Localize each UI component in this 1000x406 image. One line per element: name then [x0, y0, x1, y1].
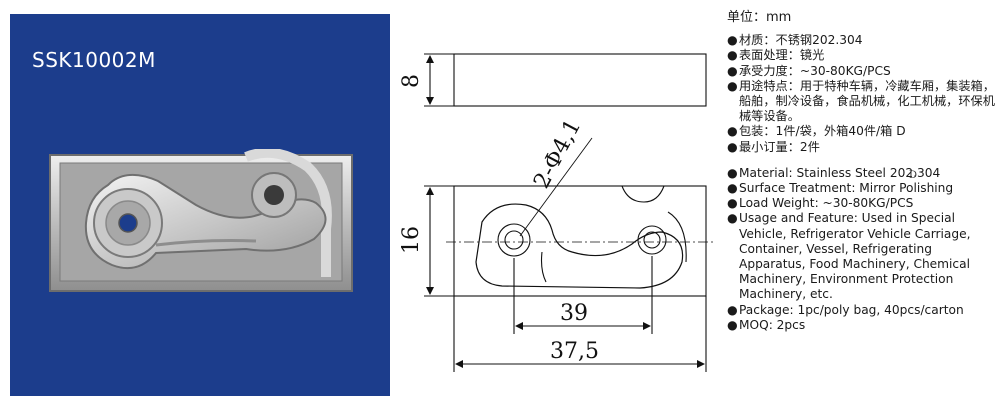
spec-item-cn-moq: ●最小订量：2件 — [727, 139, 820, 154]
bullet-icon: ● — [727, 317, 738, 332]
model-code: SSK10002M — [32, 48, 156, 72]
spec-item-cn-load: ●承受力度：~30-80KG/PCS — [727, 63, 891, 78]
bullet-icon: ● — [727, 181, 738, 196]
technical-drawing: 8 16 2-Φ4,1 39 37,5 — [399, 53, 714, 372]
spec-item-en-load: ●Load Weight: ~30-80KG/PCS — [727, 196, 914, 211]
bullet-icon: ● — [727, 165, 738, 180]
spec-list-cn: ●材质：不锈钢202.304 ●表面处理：镜光 ●承受力度：~30-80KG/P… — [727, 33, 997, 155]
front-view-outline — [453, 185, 707, 297]
bullet-icon: ● — [727, 211, 738, 226]
spec-panel: 单位：mm ●材质：不锈钢202.304 ●表面处理：镜光 ●承受力度：~30-… — [727, 10, 997, 333]
spec-item-en-package: ●Package: 1pc/poly bag, 40pcs/carton — [727, 302, 964, 317]
spec-item-en-usage: ●Usage and Feature: Used in Special Vehi… — [727, 211, 971, 302]
bullet-icon: ● — [727, 63, 738, 78]
bullet-icon: ● — [727, 139, 738, 154]
bullet-icon: ● — [727, 48, 738, 63]
bullet-icon: ● — [727, 302, 738, 317]
dim-length: 37,5 — [550, 339, 599, 364]
bullet-icon: ● — [727, 33, 738, 48]
latch-part-photo — [49, 149, 353, 292]
spec-item-cn-material: ●材质：不锈钢202.304 — [727, 33, 863, 48]
mounting-hole — [118, 213, 138, 233]
unit-label: 单位：mm — [727, 10, 792, 25]
spec-item-cn-package: ●包装：1件/袋，外箱40件/箱 D — [727, 124, 906, 139]
stray-mark: D — [909, 170, 918, 181]
dim-height: 16 — [399, 226, 424, 254]
bullet-icon: ● — [727, 78, 738, 93]
top-view-outline — [453, 53, 707, 107]
spec-item-cn-surface: ●表面处理：镜光 — [727, 48, 825, 63]
product-photo-panel: SSK10002M — [10, 14, 390, 396]
spec-item-cn-usage: ●用途特点：用于特种车辆，冷藏车厢，集装箱，船舶，制冷设备，食品机械，化工机械，… — [727, 78, 995, 124]
spec-list-en: ●Material: Stainless Steel 202.304 ●Surf… — [727, 166, 997, 333]
dim-hole-spacing: 39 — [560, 301, 588, 326]
bullet-icon: ● — [727, 124, 738, 139]
spec-item-en-material: ●Material: Stainless Steel 202.304 — [727, 165, 941, 180]
bullet-icon: ● — [727, 196, 738, 211]
dim-hole-callout: 2-Φ4,1 — [529, 115, 586, 192]
spec-item-en-moq: ●MOQ: 2pcs — [727, 317, 806, 332]
spec-item-en-surface: ●Surface Treatment: Mirror Polishing — [727, 181, 954, 196]
dim-thickness: 8 — [399, 74, 424, 88]
